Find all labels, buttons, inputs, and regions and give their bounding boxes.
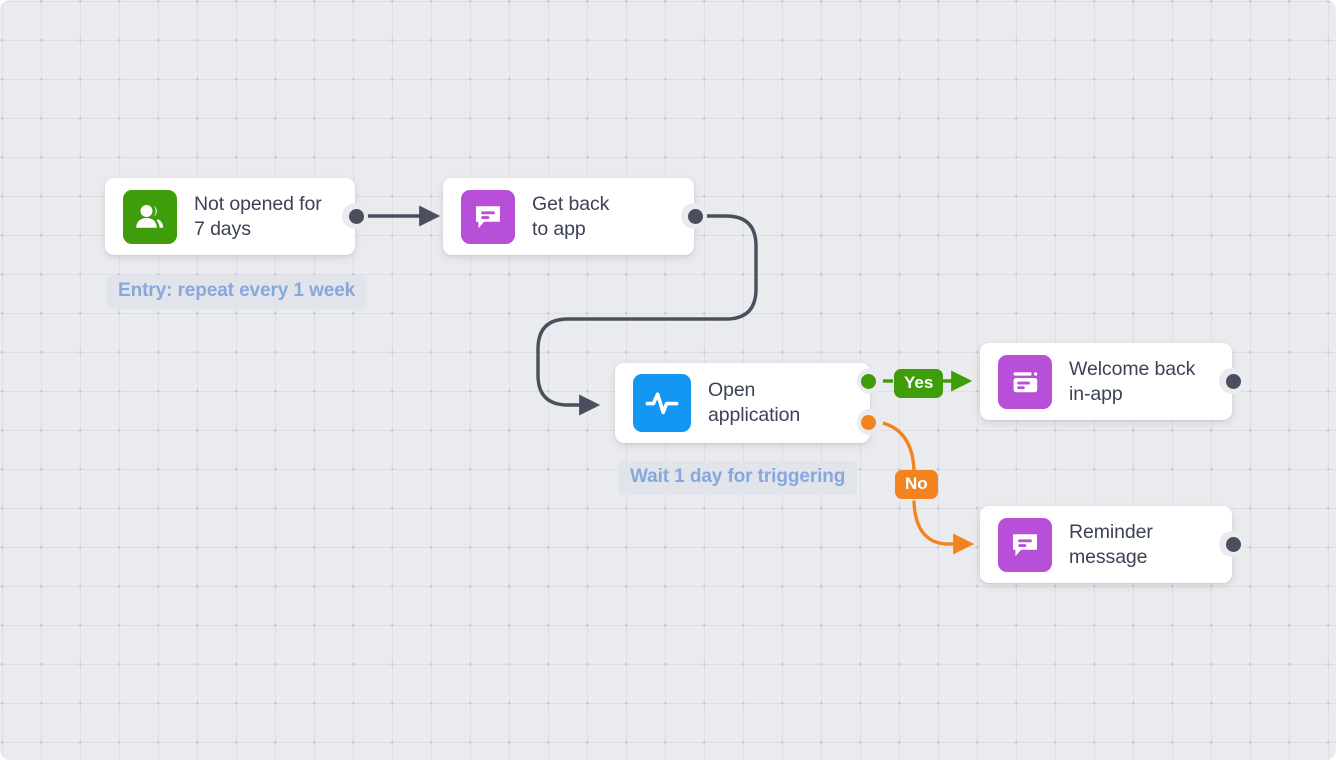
connector-dot-no[interactable] bbox=[861, 415, 876, 430]
connector-dot-yes[interactable] bbox=[861, 374, 876, 389]
in-app-message-icon bbox=[998, 354, 1052, 409]
node-label: Get back to app bbox=[532, 192, 610, 240]
branch-chip-no[interactable]: No bbox=[895, 470, 938, 499]
node-not-opened-for-7-days[interactable]: Not opened for 7 days bbox=[105, 178, 368, 255]
edge-no-to-reminder-lower bbox=[912, 500, 975, 555]
node-label: Not opened for 7 days bbox=[194, 192, 322, 240]
node-label: Open application bbox=[708, 379, 801, 426]
users-icon bbox=[123, 189, 177, 244]
node-get-back-to-app[interactable]: Get back to app bbox=[443, 178, 707, 255]
wait-label-badge: Wait 1 day for triggering bbox=[618, 461, 858, 495]
chat-message-icon bbox=[461, 189, 515, 244]
edge-no-to-reminder-upper bbox=[876, 420, 916, 472]
node-label: Welcome back in-app bbox=[1069, 357, 1196, 405]
node-reminder-message[interactable]: Reminder message bbox=[980, 506, 1245, 583]
connector-dot-campaign-out[interactable] bbox=[688, 209, 703, 224]
connector-dot-reminder-out[interactable] bbox=[1226, 537, 1241, 552]
node-welcome-back-in-app[interactable]: Welcome back in-app bbox=[980, 343, 1245, 420]
branch-chip-yes[interactable]: Yes bbox=[894, 369, 944, 398]
node-label: Reminder message bbox=[1069, 520, 1153, 568]
chat-message-icon bbox=[998, 517, 1052, 572]
activity-pulse-icon bbox=[633, 374, 691, 432]
connector-dot-trigger-out[interactable] bbox=[349, 209, 364, 224]
connector-dot-welcome-out[interactable] bbox=[1226, 374, 1241, 389]
node-open-application[interactable]: Open application bbox=[615, 363, 883, 443]
entry-label-badge: Entry: repeat every 1 week bbox=[106, 275, 368, 309]
